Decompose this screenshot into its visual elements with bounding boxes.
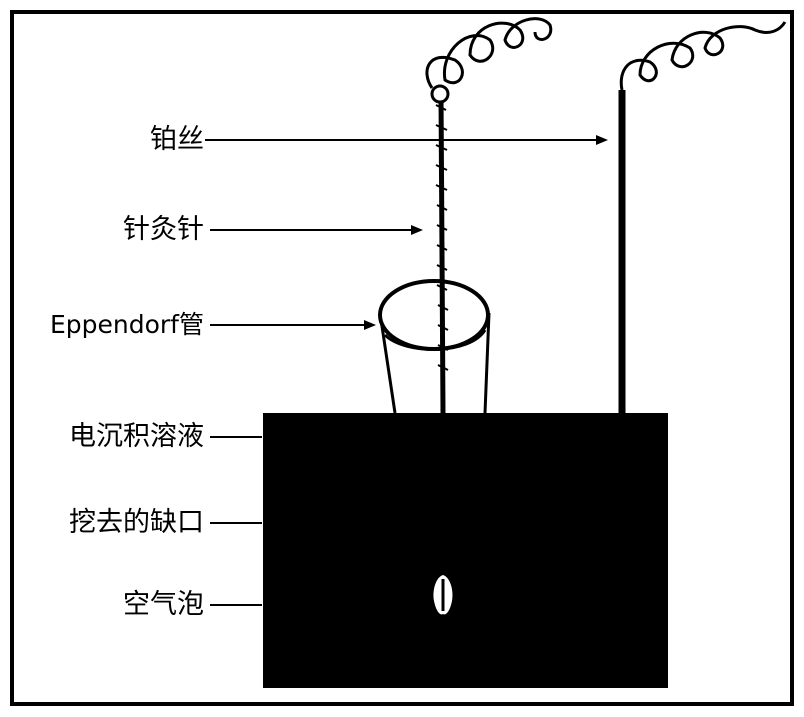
label-acupuncture-needle: 针灸针 (0, 213, 204, 247)
acupuncture-needle-shape (427, 19, 551, 413)
eppendorf-tube-shape (380, 281, 489, 413)
label-eppendorf-tube: Eppendorf管 (0, 308, 204, 342)
label-platinum-wire: 铂丝 (0, 123, 204, 157)
solution-block (263, 413, 668, 688)
label-air-bubble: 空气泡 (0, 588, 204, 622)
label-cut-notch: 挖去的缺口 (0, 506, 204, 540)
label-electrodeposition-solution: 电沉积溶液 (0, 420, 204, 454)
platinum-wire-shape (621, 22, 785, 413)
